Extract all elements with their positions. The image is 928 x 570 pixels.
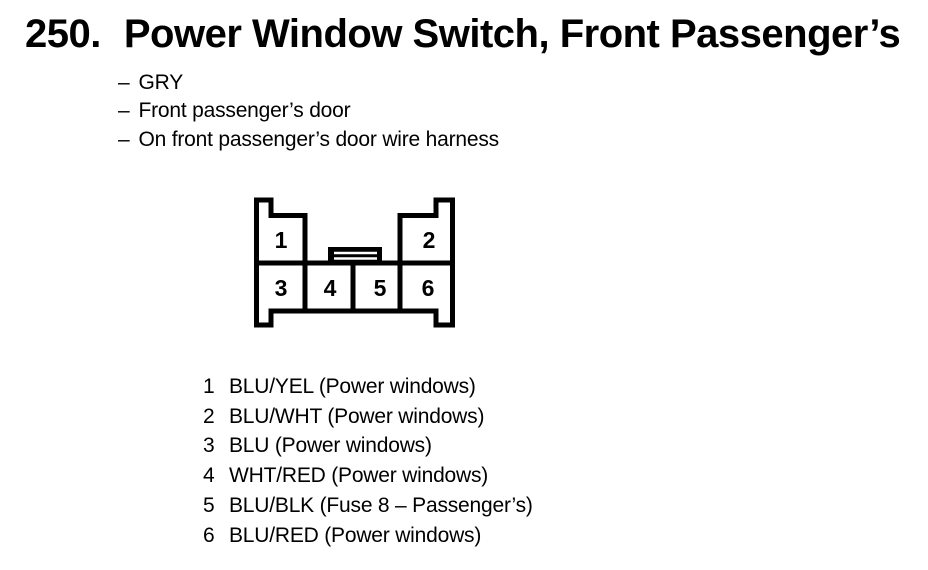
pin-label: WHT/RED (Power windows) xyxy=(229,464,489,488)
pin-label: BLU (Power windows) xyxy=(229,434,432,458)
cavity-label: 2 xyxy=(423,227,436,253)
cavity-label: 1 xyxy=(275,227,288,253)
pin-row: 4 WHT/RED (Power windows) xyxy=(203,461,533,491)
pin-row: 1 BLU/YEL (Power windows) xyxy=(203,372,533,402)
pin-row: 3 BLU (Power windows) xyxy=(203,431,533,461)
bullet-item: – On front passenger’s door wire harness xyxy=(118,126,499,154)
pin-label: BLU/BLK (Fuse 8 – Passenger’s) xyxy=(229,493,533,517)
bullet-text: Front passenger’s door xyxy=(138,99,351,123)
page-title-row: 250. Power Window Switch, Front Passenge… xyxy=(25,12,901,56)
pin-number: 4 xyxy=(203,464,215,488)
bullet-dash: – xyxy=(118,99,130,123)
pin-row: 5 BLU/BLK (Fuse 8 – Passenger’s) xyxy=(203,491,533,521)
cavity-label: 5 xyxy=(374,275,387,301)
pin-label: BLU/WHT (Power windows) xyxy=(229,404,485,428)
bullet-text: GRY xyxy=(138,71,184,94)
pin-number: 2 xyxy=(203,404,215,428)
pin-number: 1 xyxy=(203,375,215,398)
cavity-label: 6 xyxy=(422,275,435,301)
bullet-item: – GRY xyxy=(118,69,499,97)
pin-label: BLU/RED (Power windows) xyxy=(229,523,482,547)
pin-list: 1 BLU/YEL (Power windows) 2 BLU/WHT (Pow… xyxy=(203,372,533,550)
title-number: 250. xyxy=(25,12,101,56)
pin-row: 2 BLU/WHT (Power windows) xyxy=(203,402,533,432)
pin-number: 5 xyxy=(203,493,215,517)
connector-latch xyxy=(328,247,382,263)
bullet-dash: – xyxy=(118,127,130,151)
bullet-dash: – xyxy=(118,71,130,94)
pin-number: 3 xyxy=(203,434,215,458)
pin-label: BLU/YEL (Power windows) xyxy=(229,375,476,398)
page-title: Power Window Switch, Front Passenger’s xyxy=(123,12,901,56)
pin-row: 6 BLU/RED (Power windows) xyxy=(203,521,533,551)
bullet-text: On front passenger’s door wire harness xyxy=(138,127,499,151)
cavity-label: 4 xyxy=(324,275,337,301)
detail-bullets: – GRY – Front passenger’s door – On fron… xyxy=(118,69,499,154)
pin-number: 6 xyxy=(203,523,215,547)
connector-diagram: 1 2 3 4 5 6 xyxy=(254,197,455,328)
cavity-label: 3 xyxy=(275,275,288,301)
bullet-item: – Front passenger’s door xyxy=(118,97,499,125)
